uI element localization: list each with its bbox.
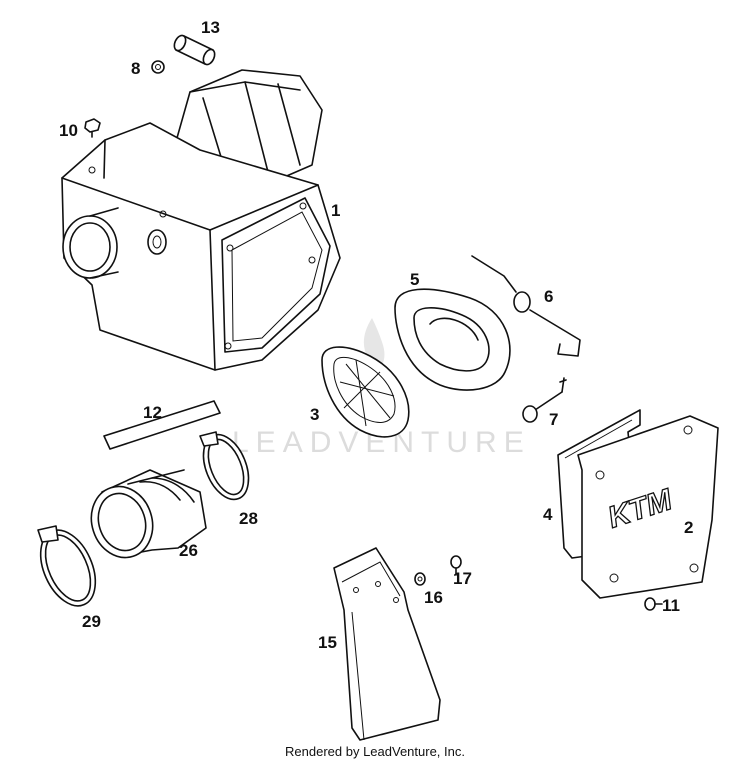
- part-13-hose[interactable]: [172, 34, 217, 67]
- label-17: 17: [453, 569, 472, 588]
- label-12: 12: [143, 403, 162, 422]
- label-28: 28: [239, 509, 258, 528]
- label-29: 29: [82, 612, 101, 631]
- label-1: 1: [331, 201, 340, 220]
- part-3-filter-cage[interactable]: [321, 346, 410, 438]
- label-7: 7: [549, 410, 558, 429]
- label-10: 10: [59, 121, 78, 140]
- label-26: 26: [179, 541, 198, 560]
- label-5: 5: [410, 270, 419, 289]
- part-number-labels: 13 8 10 1 5 6 3 7 12 4 2 28 26 17 16 11 …: [59, 18, 693, 652]
- part-16-nut[interactable]: [414, 572, 426, 586]
- part-17-screw[interactable]: [450, 555, 462, 576]
- part-10-bolt[interactable]: [84, 118, 101, 138]
- part-15-mud-flap[interactable]: [333, 547, 441, 741]
- part-7-pin[interactable]: [522, 377, 567, 423]
- label-15: 15: [318, 633, 337, 652]
- label-8: 8: [131, 59, 140, 78]
- part-6-spring-clip[interactable]: [471, 255, 581, 357]
- part-2-side-cover[interactable]: KTM: [577, 415, 719, 599]
- label-11: 11: [662, 596, 680, 615]
- part-11-screw[interactable]: [644, 597, 663, 611]
- part-5-filter[interactable]: [394, 288, 511, 391]
- part-12-breather-hose[interactable]: [103, 400, 221, 450]
- part-8-nut[interactable]: [151, 60, 165, 74]
- label-6: 6: [544, 287, 553, 306]
- label-16: 16: [424, 588, 443, 607]
- part-29-clamp[interactable]: [30, 522, 106, 615]
- part-1-airbox[interactable]: [61, 69, 341, 371]
- label-4: 4: [543, 505, 553, 524]
- label-2: 2: [684, 518, 693, 537]
- credit-text: Rendered by LeadVenture, Inc.: [285, 744, 465, 759]
- label-3: 3: [310, 405, 319, 424]
- part-26-intake-boot[interactable]: [82, 469, 207, 566]
- label-13: 13: [201, 18, 220, 37]
- part-28-clamp[interactable]: [195, 428, 258, 506]
